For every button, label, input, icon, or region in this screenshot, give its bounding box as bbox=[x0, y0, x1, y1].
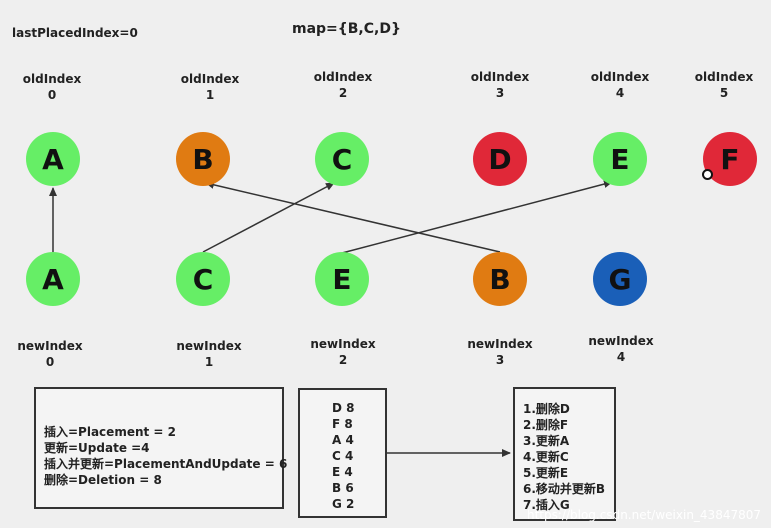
operation-entry: 6.移动并更新B bbox=[523, 482, 606, 496]
new-node-e: E bbox=[315, 252, 369, 306]
arrow-b-to-b bbox=[205, 180, 501, 253]
map-label: map={B,C,D} bbox=[292, 21, 401, 37]
old-node-e: E bbox=[593, 132, 647, 186]
flags-box: D 8 F 8 A 4 C 4 E 4 B 6 G 2 bbox=[298, 388, 387, 518]
flag-entry: F 8 bbox=[332, 417, 353, 431]
last-placed-index-label: lastPlacedIndex=0 bbox=[12, 26, 138, 40]
arrow-e-to-e bbox=[341, 180, 613, 254]
legend-line: 插入并更新=PlacementAndUpdate = 6 bbox=[44, 457, 288, 471]
old-node-d: D bbox=[473, 132, 527, 186]
old-node-c: C bbox=[315, 132, 369, 186]
flag-entry: G 2 bbox=[332, 497, 355, 511]
old-node-a: A bbox=[26, 132, 80, 186]
flag-entry: E 4 bbox=[332, 465, 353, 479]
operation-entry: 2.删除F bbox=[523, 418, 569, 432]
legend-line: 更新=Update =4 bbox=[44, 441, 150, 455]
operation-entry: 3.更新A bbox=[523, 434, 570, 448]
flag-entry: C 4 bbox=[332, 449, 354, 463]
old-node-b: B bbox=[176, 132, 230, 186]
operation-entry: 7.插入G bbox=[523, 498, 570, 512]
operation-entry: 1.删除D bbox=[523, 402, 570, 416]
watermark: https://blog.csdn.net/weixin_43847807 bbox=[526, 508, 761, 522]
mouse-cursor-icon bbox=[702, 169, 713, 180]
flag-entry: A 4 bbox=[332, 433, 354, 447]
operation-entry: 4.更新C bbox=[523, 450, 569, 464]
new-node-g: G bbox=[593, 252, 647, 306]
legend-line: 删除=Deletion = 8 bbox=[44, 473, 162, 487]
flag-entry: B 6 bbox=[332, 481, 354, 495]
operations-box: 1.删除D 2.删除F 3.更新A 4.更新C 5.更新E 6.移动并更新B 7… bbox=[513, 387, 616, 521]
legend-line: 插入=Placement = 2 bbox=[44, 425, 176, 439]
flag-legend-box: 插入=Placement = 2 更新=Update =4 插入并更新=Plac… bbox=[34, 387, 288, 509]
new-node-c: C bbox=[176, 252, 230, 306]
flag-entry: D 8 bbox=[332, 401, 355, 415]
operation-entry: 5.更新E bbox=[523, 466, 569, 480]
arrow-c-to-c bbox=[202, 182, 335, 253]
new-node-a: A bbox=[26, 252, 80, 306]
new-node-b: B bbox=[473, 252, 527, 306]
